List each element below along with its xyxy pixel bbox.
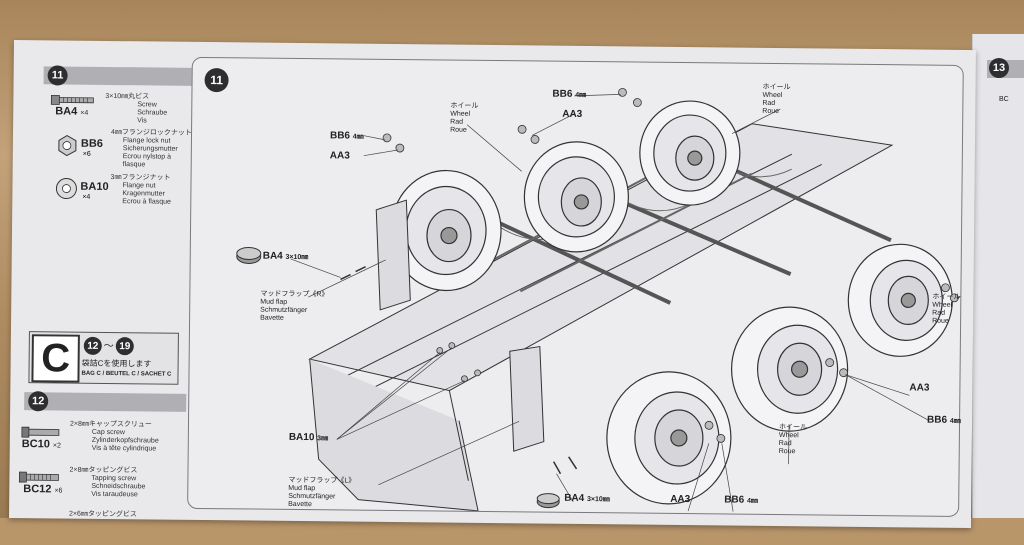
label-aa3-right: AA3: [909, 383, 929, 392]
part-desc-bb6: 4㎜フランジロックナット Flange lock nut Sicherungsm…: [111, 129, 192, 170]
part-qty-bb6: ×6: [83, 151, 91, 158]
bag-multi-text: BAG C / BEUTEL C / SACHET C: [81, 370, 171, 380]
instruction-page: 11 BA4 ×4 3×10㎜丸ビス Screw Schraube Vis: [9, 40, 976, 528]
label-aa3-bottom: AA3: [670, 495, 690, 504]
label-bb6-bottom: BB6 4㎜: [724, 495, 758, 505]
part-desc-bc10: 2×8㎜キャップスクリュー Cap screw Zylinderkopfschr…: [70, 421, 159, 454]
mud-flap-right: [375, 200, 411, 310]
label-bb6-top: BB6 4㎜: [552, 90, 586, 100]
label-ba4-left: BA4 3×10㎜: [263, 252, 309, 262]
label-ba10: BA10 3㎜: [289, 433, 328, 443]
bag-step-to: 19: [116, 337, 134, 355]
chassis-drawing: [188, 58, 963, 516]
bag-c-box: C 12 〜 19 袋詰Cを使用します BAG C / BEUTEL C / S…: [28, 331, 179, 385]
wheel-label-right: ホイール Wheel Rad Roue: [932, 294, 960, 326]
ba4-icon-bottom: [537, 494, 559, 508]
wheel-label-top-right: ホイール Wheel Rad Roue: [762, 84, 790, 116]
bag-step-from: 12: [84, 337, 102, 355]
next-page-code: BC: [999, 96, 1009, 104]
part-code-bc10: BC10 ×2: [22, 438, 61, 450]
ba4-icon-left: [237, 247, 261, 263]
part-desc-bc12: 2×8㎜タッピングビス Tapping screw Schneidschraub…: [69, 467, 145, 500]
part-code-ba10: BA10: [80, 181, 108, 193]
label-ba4-bottom: BA4 3×10㎜: [564, 494, 610, 504]
step-12-badge: 12: [28, 391, 48, 411]
wheel-bottom-middle: [731, 307, 848, 432]
bag-jp-text: 袋詰Cを使用します: [82, 359, 152, 369]
tapping-screw-icon: [19, 472, 58, 482]
part-desc-ba4: 3×10㎜丸ビス Screw Schraube Vis: [105, 93, 167, 126]
parts-column: 11 BA4 ×4 3×10㎜丸ビス Screw Schraube Vis: [9, 40, 194, 520]
part-desc-next: 2×6㎜タッピングビス: [69, 511, 137, 520]
label-bb6-right: BB6 4㎜: [927, 416, 961, 426]
step-13-badge: 13: [989, 58, 1009, 78]
label-aa3-top: AA3: [562, 110, 582, 119]
wheel-top-right: [639, 101, 740, 206]
wheel-top-middle: [524, 141, 629, 252]
screw-icon: [51, 95, 93, 104]
assembly-diagram: 11: [187, 57, 964, 517]
label-aa3-left: AA3: [330, 151, 350, 160]
wheel-label-bottom: ホイール Wheel Rad Roue: [779, 424, 807, 456]
cap-screw-icon: [22, 427, 59, 437]
part-code-ba4: BA4 ×4: [55, 105, 88, 117]
wheel-label-top-left: ホイール Wheel Rad Roue: [450, 103, 478, 135]
step-12-bar: [24, 392, 186, 412]
bag-range-sep: 〜: [104, 342, 114, 351]
part-desc-ba10: 3㎜フランジナット Flange nut Kragenmutter Ecrou …: [110, 174, 171, 207]
next-page: 13 BC: [972, 34, 1024, 518]
bag-letter: C: [31, 334, 80, 383]
part-code-bb6: BB6: [81, 138, 103, 150]
mud-flap-left: [509, 346, 545, 451]
lock-nut-icon: [59, 135, 76, 155]
part-qty-ba10: ×4: [82, 194, 90, 201]
label-bb6-left: BB6 4㎜: [330, 131, 364, 141]
label-mud-flap-r: マッドフラップ《R》 Mud flap Schmutzfänger Bavett…: [260, 291, 328, 324]
flange-nut-icon: [56, 178, 76, 198]
label-mud-flap-l: マッドフラップ《L》 Mud flap Schmutzfänger Bavett…: [288, 477, 355, 510]
wheel-bottom-left: [606, 371, 731, 504]
part-code-bc12: BC12 ×6: [23, 483, 62, 495]
